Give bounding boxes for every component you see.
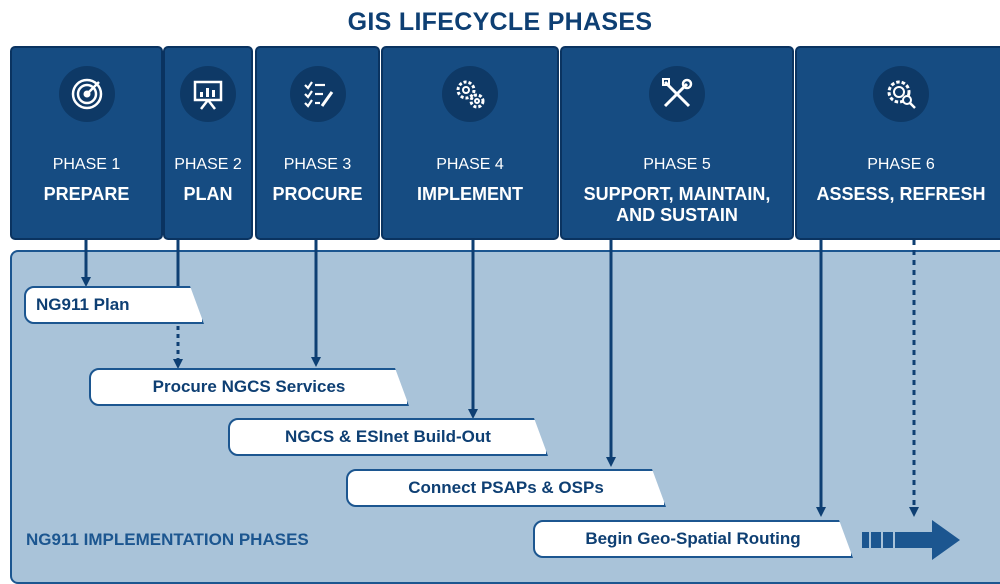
bar-procure-ngcs: Procure NGCS Services [89,368,409,406]
phase-1-box: PHASE 1 PREPARE [10,46,163,240]
phase-1-name: PREPARE [43,184,130,204]
phase-3-box: PHASE 3 PROCURE [255,46,380,240]
bar-connect-psaps-label: Connect PSAPs & OSPs [408,478,604,497]
phase-5-box: PHASE 5 SUPPORT, MAINTAIN, AND SUSTAIN [560,46,794,240]
bar-geo-spatial-label: Begin Geo-Spatial Routing [585,529,801,548]
implementation-phases-label: NG911 IMPLEMENTATION PHASES [26,530,309,549]
diagram-title: GIS LIFECYCLE PHASES [347,8,653,36]
bar-ng911-plan: NG911 Plan [24,286,204,324]
phase-5-name-line2: AND SUSTAIN [616,205,738,225]
tools-icon [649,66,705,122]
gears-icon [442,66,498,122]
bar-procure-ngcs-label: Procure NGCS Services [152,377,346,396]
continuation-arrow [862,520,960,560]
presentation-board-icon [180,66,236,122]
phase-6-number: PHASE 6 [867,156,935,173]
phase-5-number: PHASE 5 [643,156,711,173]
bar-ng911-plan-label: NG911 Plan [36,295,130,314]
phase-1-number: PHASE 1 [52,156,121,173]
bar-connect-psaps: Connect PSAPs & OSPs [346,469,666,507]
phase-4-name: IMPLEMENT [417,184,523,204]
phase-6-name: ASSESS, REFRESH [816,184,986,204]
phase-3-number: PHASE 3 [283,156,352,173]
gear-search-icon [873,66,929,122]
bar-build-out: NGCS & ESInet Build-Out [228,418,548,456]
phase-5-name: SUPPORT, MAINTAIN, AND SUSTAIN [562,184,792,226]
phase-2-number: PHASE 2 [174,156,242,173]
phase-4-number: PHASE 4 [436,156,504,173]
phase-3-name: PROCURE [272,184,363,204]
phase-2-box: PHASE 2 PLAN [163,46,253,240]
phase-4-box: PHASE 4 IMPLEMENT [381,46,559,240]
bar-build-out-label: NGCS & ESInet Build-Out [285,427,491,446]
bar-geo-spatial: Begin Geo-Spatial Routing [533,520,853,558]
phase-6-box: PHASE 6 ASSESS, REFRESH [795,46,1000,240]
target-icon [58,66,115,122]
checklist-icon [289,66,346,122]
phase-2-name: PLAN [183,184,233,204]
phase-5-name-line1: SUPPORT, MAINTAIN, [583,184,771,204]
